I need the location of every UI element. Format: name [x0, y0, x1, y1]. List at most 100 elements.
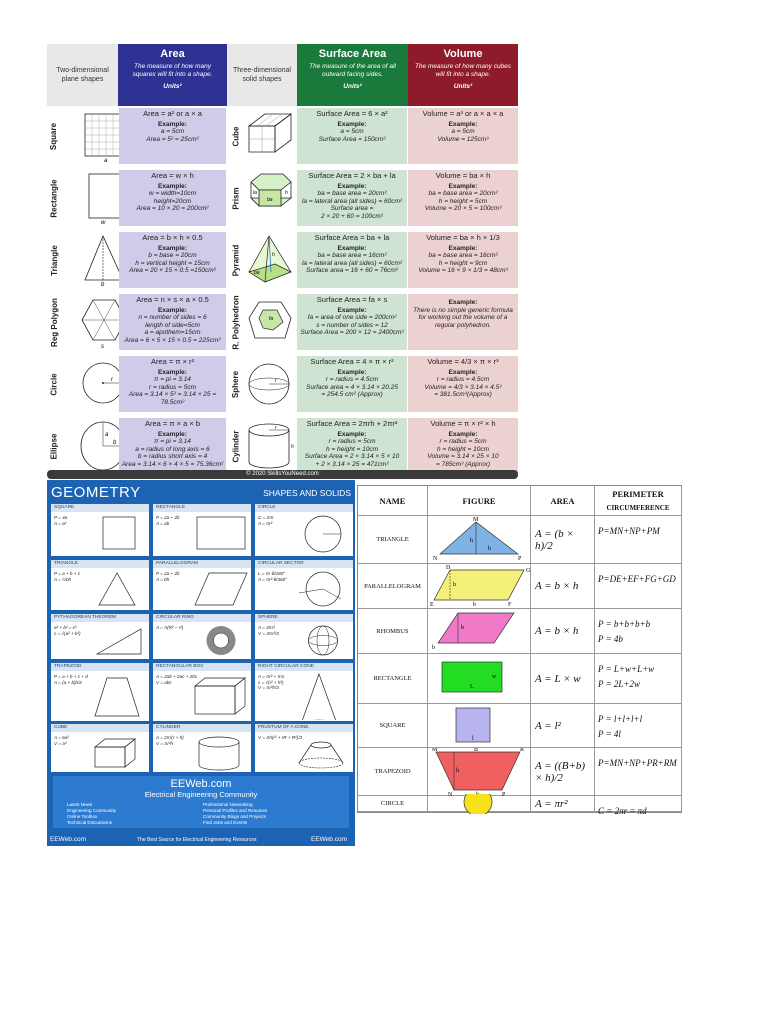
example-line: w = width=10cm [149, 190, 196, 198]
formula: Volume = ba × h × 1/3 [426, 233, 500, 242]
plane-shapes-header: Two-dimensional plane shapes [47, 44, 118, 106]
volume-header: Volume The measure of how many cubes wil… [408, 44, 518, 106]
example-line: Surface area = [330, 205, 374, 213]
shape-2d-label-text: Square [49, 122, 59, 150]
example-label: Example: [337, 430, 367, 438]
figure-drawing: hb [432, 612, 515, 651]
example-label: Example: [158, 182, 187, 190]
area-volume-chart: Two-dimensional plane shapes Area The me… [47, 44, 518, 481]
example-line: b = radius short axis = 4 [137, 453, 208, 461]
footer-item: Find Jobs and Events [203, 820, 248, 825]
example-line: la = lateral area (all sides) = 60cm² [301, 197, 403, 205]
figure-label: h [461, 625, 464, 631]
card-title: RECTANGULAR BOX [153, 663, 251, 671]
perimeter-line: C = 2πr = πd [598, 806, 647, 816]
example-line: a = radius of long axis = 6 [135, 445, 210, 453]
card-figure [94, 738, 136, 768]
formula-line: V = 4πr³/3 [258, 630, 279, 636]
shape-3d-label: R. Polyhedron [229, 292, 243, 352]
footer-right-list: Professional Networking Personal Profile… [203, 802, 267, 826]
example-label: Example: [337, 182, 367, 190]
example-line: 2 × 20 + 60 = 100cm² [321, 212, 383, 220]
formula-line: V = πh(r² + rR + R²)/3 [258, 735, 303, 740]
svg-text:h: h [285, 190, 288, 196]
example-line: length of side=5cm [145, 321, 200, 329]
figure-label: b [432, 645, 435, 651]
card-figure [194, 677, 246, 715]
shape-2d-label: Reg Polygon [47, 292, 61, 352]
formula-line: V = a³ [54, 740, 67, 746]
solid-shapes-header: Three-dimensional solid shapes [227, 44, 297, 106]
footer-item: Online Toolbox [67, 814, 98, 819]
credit-bar: © 2020 SkillsYouNeed.com [47, 470, 518, 479]
example-line: Surface area = 4 × 3.14 × 20.25 [306, 383, 398, 391]
example-line: h = height = 5cm [438, 197, 488, 205]
col-name-header: NAME [358, 486, 428, 516]
row-perimeter: P=MN+NP+PR+RM [595, 748, 682, 796]
card-figure [95, 628, 142, 655]
col-area-header: AREA [531, 486, 595, 516]
formula-line: a² + b² = c² [54, 625, 77, 630]
card-title: RECTANGLE [153, 504, 251, 512]
shape-3d-drawing: r [245, 358, 295, 410]
area-perimeter-table: NAME FIGURE AREA PERIMETER CIRCUMFERENCE… [357, 485, 682, 816]
example-line: There is no simple generic formula [413, 306, 513, 314]
example-label: Example: [158, 244, 187, 252]
perimeter-line: P=MN+NP+PM [598, 526, 660, 536]
volume-cell: Example:There is no simple generic formu… [408, 294, 518, 350]
row-figure [428, 793, 531, 814]
formula: Area = π × r² [150, 357, 195, 366]
example-line: regular polyhedron. [434, 321, 491, 329]
solid-shapes-label: Three-dimensional solid shapes [233, 67, 291, 83]
figure-label: w [492, 674, 497, 680]
example-line: r = radius = 4.5cm [436, 376, 490, 384]
formula: Volume = π × r² × h [430, 419, 496, 428]
svg-text:h: h [291, 444, 294, 450]
shape-2d-label-text: Triangle [49, 244, 59, 276]
formula-line: s = √(r² + h²) [258, 679, 284, 685]
shape-2d-label: Triangle [47, 230, 61, 290]
example-label: Example: [158, 306, 187, 314]
bottom-tagline: The Best Source for Electrical Engineeri… [137, 837, 257, 843]
svg-text:fa: fa [269, 316, 273, 322]
svg-text:la: la [253, 190, 257, 196]
example-label: Example: [337, 120, 367, 128]
shape-3d-label: Pyramid [229, 230, 243, 290]
perimeter-label: PERIMETER [612, 489, 664, 499]
volume-units: Units³ [453, 83, 473, 90]
svg-text:r: r [111, 377, 114, 383]
row-name: SQUARE [358, 704, 428, 748]
card-figure [198, 736, 240, 771]
row-figure: MBRhNbP [428, 748, 531, 796]
bottom-left-site: EEWeb.com [50, 836, 87, 843]
formula-line: A = 2πr(r + h) [156, 735, 184, 740]
example-line: height=20cm [153, 197, 192, 205]
example-line: a = apothem=15cm [144, 329, 201, 337]
example-line: fa = area of one side = 200cm² [307, 314, 397, 322]
example-line: + 2 × 3.14 × 25 = 471cm² [315, 460, 389, 468]
shape-3d-label-text: Prism [231, 186, 241, 210]
row-perimeter: P=MN+NP+PM [595, 516, 682, 564]
volume-title: Volume [443, 48, 483, 60]
figure-label: E [430, 602, 434, 608]
card-formulas: A = 2πr(r + h)V = πr²h [156, 735, 184, 746]
